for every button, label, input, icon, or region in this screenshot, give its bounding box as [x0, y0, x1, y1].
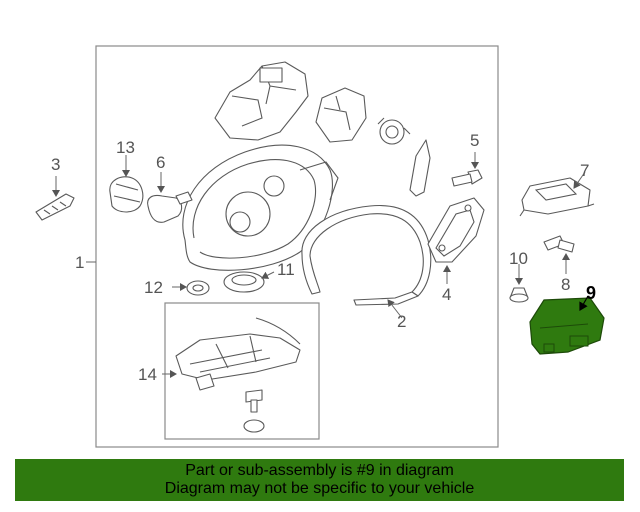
- callout-1: 1: [75, 253, 84, 272]
- callout-7: 7: [580, 161, 589, 180]
- parts-diagram: 1 2 3 4 5 6 7 8 9 10 11 12 13 14: [35, 45, 605, 448]
- seal-strip-lower: [353, 291, 419, 306]
- callout-9: 9: [586, 283, 596, 303]
- washer-in-subassembly: [243, 419, 265, 433]
- callout-4: 4: [442, 285, 451, 304]
- banner-line-2: Diagram may not be specific to your vehi…: [164, 480, 475, 497]
- bracket-part-4: [427, 197, 485, 263]
- bulb-part-13: [109, 176, 144, 213]
- bolt-part-5: [451, 169, 483, 187]
- callout-13: 13: [116, 138, 135, 157]
- headlamp-housing: [182, 144, 339, 271]
- headlamp-rear-module: [214, 61, 431, 197]
- bulb-socket-part-6: [147, 191, 193, 223]
- assembly-frame: [95, 45, 499, 448]
- control-module-part-9[interactable]: [529, 297, 605, 355]
- subassembly-14-frame: [164, 302, 320, 440]
- module-part-7: [519, 177, 595, 217]
- callout-11: 11: [277, 260, 295, 279]
- callout-2: 2: [397, 312, 406, 331]
- leader-lines: [52, 152, 589, 378]
- screw-part-8: [543, 235, 575, 253]
- screw-in-subassembly: [245, 389, 263, 413]
- clip-part-3: [35, 193, 75, 221]
- callout-6: 6: [156, 153, 165, 172]
- callout-8: 8: [561, 275, 570, 294]
- callout-14: 14: [138, 365, 157, 384]
- callout-10: 10: [509, 249, 528, 268]
- banner-line-1: Part or sub-assembly is #9 in diagram: [185, 462, 454, 479]
- part-info-banner: Part or sub-assembly is #9 in diagram Di…: [15, 459, 624, 501]
- seal-strip: [301, 204, 432, 297]
- callout-3: 3: [51, 155, 60, 174]
- callout-5: 5: [470, 131, 479, 150]
- adjuster-assembly-part-14: [175, 317, 301, 391]
- callout-12: 12: [144, 278, 163, 297]
- nut-part-10: [509, 287, 529, 303]
